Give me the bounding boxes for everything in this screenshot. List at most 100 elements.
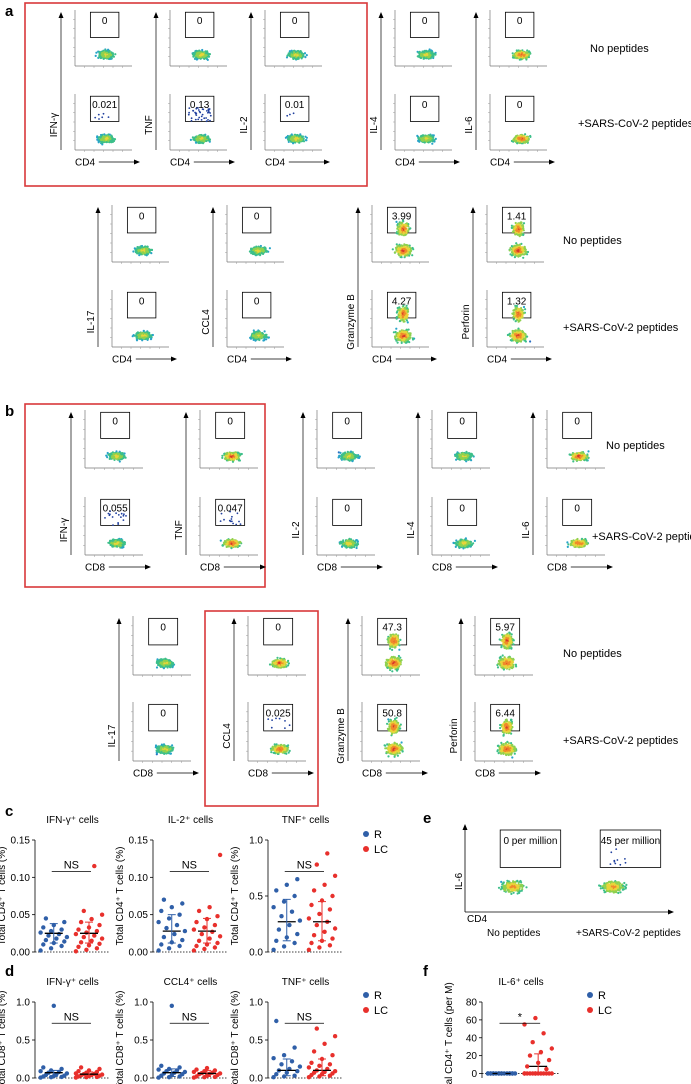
chart-6-point bbox=[546, 1057, 552, 1063]
chart-0-point bbox=[38, 948, 43, 953]
chart-0-point bbox=[89, 916, 94, 922]
chart-1-point bbox=[196, 938, 202, 943]
chart-2-series-R bbox=[271, 877, 303, 952]
chart-5-series-LC bbox=[306, 1026, 338, 1080]
chart-2-point bbox=[284, 882, 289, 887]
chart-5-point bbox=[309, 1060, 314, 1066]
chart-2-point bbox=[295, 931, 300, 937]
b-row1-1-no-peptides-gate bbox=[215, 411, 246, 439]
a-row1-4-no-peptides-population bbox=[511, 49, 532, 61]
b-row2-3-no-peptides: 5.97 bbox=[473, 616, 533, 677]
b-row1-0-x-axis-label: CD8 bbox=[85, 563, 105, 574]
chart-6-point bbox=[533, 1015, 538, 1021]
a-row1-0-marker-label: IFN-γ bbox=[49, 113, 60, 137]
chart-2-point bbox=[330, 893, 335, 899]
a-row1-3-no-peptides: 0 bbox=[393, 10, 452, 68]
chart-2-point bbox=[287, 922, 292, 928]
b-row1-4-sars-gate-value: 0 bbox=[574, 503, 580, 514]
chart-1-point bbox=[215, 914, 220, 919]
a-row2-3-sars: 1.32 bbox=[485, 290, 544, 349]
b-row1-1-sars-population bbox=[219, 538, 243, 550]
chart-6-tick: 20 bbox=[466, 1051, 478, 1062]
a-row2-0-no-peptides: 0 bbox=[110, 205, 169, 264]
b-row1-0-sars-population bbox=[107, 537, 126, 549]
panel-e-x-label: CD4 bbox=[467, 914, 487, 925]
chart-4-tick: 1.0 bbox=[134, 998, 148, 1009]
chart-6-title: IL-6⁺ cells bbox=[498, 977, 543, 988]
chart-2-point bbox=[330, 936, 335, 941]
chart-5-point bbox=[274, 1018, 279, 1024]
b-row1-3-marker-label: IL-4 bbox=[406, 521, 417, 539]
chart-2-tick: 0.5 bbox=[249, 892, 263, 903]
a-row2-2-no-peptides-population bbox=[391, 243, 415, 259]
chart-0-ylabel: Total CD4⁺ T cells (%) bbox=[0, 847, 8, 946]
chart-4-point bbox=[159, 1063, 164, 1069]
b-row1-3-no-peptides-gate bbox=[447, 411, 478, 439]
chart-3-point bbox=[64, 1071, 70, 1076]
a-row1-3-no-peptides-gate bbox=[409, 11, 440, 38]
highlight-box-b bbox=[24, 403, 266, 588]
chart-0-point bbox=[94, 928, 100, 934]
b-row1-3-no-peptides-population bbox=[454, 450, 475, 463]
b-row2-3-sars-gated-population bbox=[499, 718, 514, 737]
chart-3-point bbox=[41, 1065, 46, 1070]
b-row1-4-sars-population bbox=[566, 537, 590, 549]
a-row2-1-sars-gate bbox=[241, 291, 272, 319]
a-row1-1-no-peptides-gate bbox=[184, 11, 215, 38]
b-row1-3-sars-gate bbox=[447, 498, 478, 526]
chart-2-tick: 0.0 bbox=[249, 948, 263, 959]
a-row1-2-sars-gate-value: 0.01 bbox=[285, 100, 305, 111]
b-row2-2-marker-label: Granzyme B bbox=[336, 708, 347, 764]
chart-1-point bbox=[212, 945, 218, 950]
chart-2-point bbox=[311, 933, 317, 938]
a-row2-3-marker-label: Perforin bbox=[461, 304, 472, 339]
a-row1-3-sars-gate bbox=[409, 95, 440, 122]
chart-2-point bbox=[281, 944, 287, 949]
chart-3-significance: NS bbox=[64, 1011, 79, 1023]
chart-2-point bbox=[274, 888, 279, 893]
panel-e-plot-sars: 45 per million bbox=[598, 829, 662, 895]
chart-2-point bbox=[295, 877, 300, 882]
chart-0-tick: 0.00 bbox=[11, 948, 31, 959]
a-row1-0-x-axis-label: CD4 bbox=[75, 158, 95, 169]
chart-2-point bbox=[309, 940, 314, 946]
chart-1-series-R bbox=[156, 897, 188, 953]
b-row2-0-sars-gate-value: 0 bbox=[160, 708, 166, 719]
b-row1-1-x-axis-label: CD8 bbox=[200, 563, 220, 574]
b-row1-4-no-peptides-population bbox=[568, 450, 590, 463]
chart-5-point bbox=[281, 1053, 287, 1058]
label-b1-sars: +SARS-CoV-2 peptides bbox=[592, 531, 691, 543]
chart-5-tick: 0.0 bbox=[249, 1074, 263, 1084]
panel-letter-c: c bbox=[5, 803, 13, 820]
chart-4-point bbox=[204, 1065, 210, 1071]
chart-4-significance: NS bbox=[182, 1011, 197, 1023]
legend-d-lc: LC bbox=[374, 1005, 388, 1017]
b-row1-0-sars: 0.055 bbox=[83, 497, 143, 557]
a-row1-1-sars-population bbox=[189, 133, 212, 145]
chart-5-point bbox=[289, 1059, 295, 1064]
panel-e-plot-no-peptides: 0 per million bbox=[497, 829, 562, 896]
chart-0-point bbox=[76, 927, 81, 932]
b-row2-0-no-peptides-gate bbox=[148, 617, 179, 646]
b-row1-1-marker-label: TNF bbox=[174, 520, 185, 539]
chart-4-point bbox=[194, 1067, 199, 1072]
b-row1-3-no-peptides-gate-value: 0 bbox=[459, 416, 465, 427]
legend-c-lc: LC bbox=[374, 844, 388, 856]
a-row1-3-marker-label: IL-4 bbox=[369, 116, 380, 134]
a-row1-0-no-peptides-gate-value: 0 bbox=[102, 16, 108, 27]
b-row2-2-sars-gate-value: 50.8 bbox=[382, 708, 402, 719]
label-b2-no-peptides: No peptides bbox=[563, 648, 622, 660]
a-row1-1-no-peptides: 0 bbox=[168, 10, 227, 68]
a-row2-0-no-peptides-gate bbox=[126, 206, 157, 234]
a-row2-1-no-peptides: 0 bbox=[225, 205, 284, 264]
chart-0-point bbox=[62, 939, 67, 944]
chart-1-point bbox=[159, 942, 164, 947]
a-row1-0-no-peptides: 0 bbox=[73, 10, 132, 68]
b-row2-3-no-peptides-gated-population bbox=[498, 631, 515, 650]
chart-2-significance: NS bbox=[297, 859, 312, 871]
b-row2-2-sars-gated-population bbox=[386, 716, 402, 737]
chart-0-point bbox=[46, 933, 51, 938]
b-row2-0-sars: 0 bbox=[131, 702, 191, 763]
